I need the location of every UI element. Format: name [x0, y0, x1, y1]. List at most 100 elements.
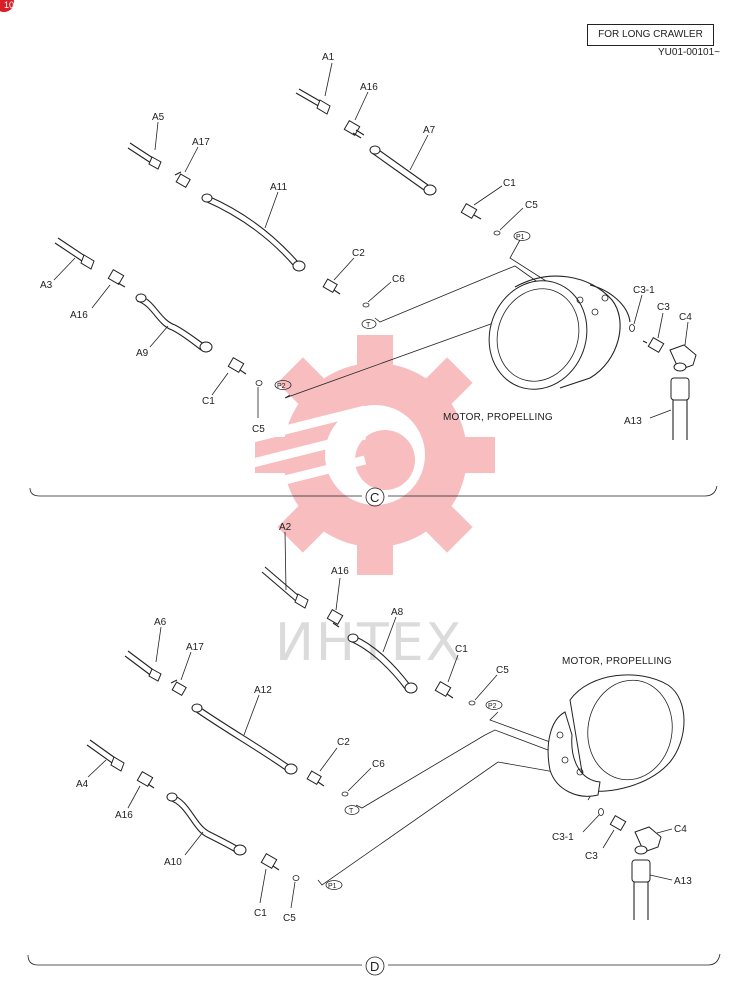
label-a17-d: A17	[186, 642, 204, 653]
part-a17-fitting	[174, 146, 199, 189]
label-c1-d: C1	[455, 644, 468, 655]
label-a3: A3	[40, 280, 53, 291]
label-a5: A5	[152, 112, 165, 123]
part-a13-hose-fitting-d	[631, 845, 673, 920]
part-c2-fitting	[322, 257, 355, 295]
label-a16-2: A16	[70, 310, 88, 321]
part-a4-bolt	[86, 739, 125, 778]
port-p2-text: P2	[277, 383, 286, 390]
label-c5: C5	[525, 200, 538, 211]
label-a10: A10	[164, 857, 182, 868]
part-a10-pipe	[166, 792, 247, 856]
port-tag-t-d	[344, 805, 360, 815]
port-tag-p2	[274, 380, 292, 390]
port-t-text: T	[366, 322, 371, 329]
part-a17-fitting-d	[170, 651, 192, 697]
label-c4-d: C4	[674, 824, 687, 835]
part-c3-1-oring-d	[598, 808, 604, 816]
port-tag-p1-d	[325, 880, 343, 890]
section-marker-d-circle	[365, 956, 385, 976]
label-c6-d: C6	[372, 759, 385, 770]
part-c5-oring-2	[255, 380, 263, 386]
label-a4: A4	[76, 779, 89, 790]
hose-line-t	[374, 265, 561, 323]
port-t-d-text: T	[349, 808, 354, 815]
label-a9: A9	[136, 348, 149, 359]
part-a8-pipe	[347, 616, 418, 694]
label-a11: A11	[270, 182, 287, 193]
label-a7: A7	[423, 125, 436, 136]
label-c2-d: C2	[337, 737, 350, 748]
label-c3-1-d: C3-1	[552, 832, 574, 843]
port-tag-t	[361, 319, 377, 329]
label-a1: A1	[322, 52, 335, 63]
label-c2: C2	[352, 248, 365, 259]
part-a12-pipe	[191, 694, 298, 775]
part-c1-fitting-d-2	[259, 852, 280, 904]
label-c1-d-2: C1	[254, 908, 267, 919]
motor-propelling-d	[547, 674, 685, 797]
part-a3-bolt	[53, 237, 95, 281]
label-a16-d-2: A16	[115, 810, 133, 821]
label-c1-2: C1	[202, 396, 215, 407]
motor-label-c: MOTOR, PROPELLING	[443, 412, 553, 423]
section-marker-c-circle	[365, 487, 385, 507]
section-bracket-c	[29, 485, 718, 497]
part-c2-fitting-d	[306, 747, 338, 787]
page-badge: 10	[0, 0, 14, 12]
label-c3: C3	[657, 302, 670, 313]
label-a12: A12	[254, 685, 272, 696]
label-a2: A2	[279, 522, 292, 533]
label-a17: A17	[192, 137, 210, 148]
label-a13-d: A13	[674, 876, 692, 887]
port-p1-d-text: P1	[328, 883, 337, 890]
section-marker-c: C	[370, 490, 379, 505]
label-a16: A16	[360, 82, 378, 93]
label-a16-d: A16	[331, 566, 349, 577]
label-c5-d: C5	[496, 665, 509, 676]
part-c5-oring-d	[468, 700, 476, 706]
hose-line-p2-d	[489, 711, 551, 743]
variant-box: FOR LONG CRAWLER	[587, 24, 714, 46]
part-c1-fitting-d	[434, 654, 459, 699]
serial-number: YU01-00101~	[658, 47, 720, 58]
motor-label-d: MOTOR, PROPELLING	[562, 656, 672, 667]
label-c5-2: C5	[252, 424, 265, 435]
label-a13: A13	[624, 416, 642, 427]
label-c1: C1	[503, 178, 516, 189]
label-a6: A6	[154, 617, 167, 628]
port-tag-p2-d	[485, 700, 503, 710]
hose-line-t-d	[355, 729, 549, 809]
part-c1-fitting-2	[211, 356, 247, 396]
label-c4: C4	[679, 312, 692, 323]
port-p1-text: P1	[516, 234, 525, 241]
part-a6-bolt	[124, 626, 162, 682]
part-c6-oring	[362, 302, 370, 308]
label-c5-d-2: C5	[283, 913, 296, 924]
part-c3-1-oring	[629, 324, 635, 332]
part-a1-bolt	[295, 62, 333, 115]
section-bracket-d	[27, 953, 721, 966]
port-tag-p1	[513, 231, 531, 241]
part-a9-pipe	[135, 293, 213, 353]
part-c5-oring	[493, 230, 501, 236]
part-c4-elbow	[669, 321, 697, 371]
part-a5-bolt	[127, 121, 162, 170]
watermark-gear-logo	[223, 335, 495, 575]
label-c3-d: C3	[585, 851, 598, 862]
part-c3-fitting-d	[602, 814, 627, 849]
part-a2-bolt	[261, 531, 309, 609]
part-a11-pipe	[201, 191, 306, 272]
section-marker-d: D	[370, 959, 379, 974]
section-d: A2 A16 A8 C1 C5 P2	[27, 522, 721, 976]
part-c5-oring-d-2	[292, 875, 300, 881]
part-a13-hose-fitting	[649, 362, 690, 440]
part-a16-adapter	[343, 91, 369, 139]
part-a16-adapter-d	[326, 577, 344, 628]
part-c1-fitting	[460, 185, 503, 220]
part-c6-oring-d	[341, 791, 349, 797]
part-a7-pipe	[369, 134, 437, 196]
section-c: A1 A16 A7 A5 A17	[29, 52, 718, 507]
label-c3-1: C3-1	[633, 285, 655, 296]
